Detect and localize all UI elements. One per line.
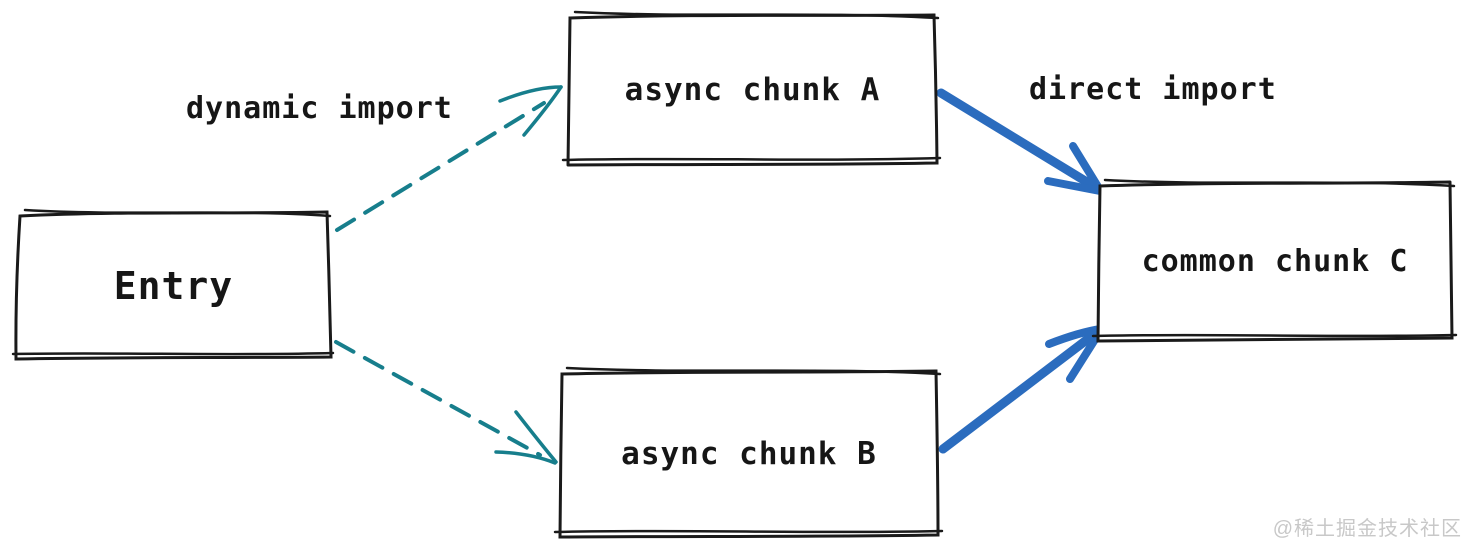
box-sketch-overdraw xyxy=(553,366,944,534)
box-sketch-overdraw xyxy=(561,10,942,162)
node-box-async-chunk-a xyxy=(561,10,942,167)
box-sketch-overdraw xyxy=(1091,178,1458,338)
node-box-entry xyxy=(11,208,335,361)
edge-label-direct-import: direct import xyxy=(1029,72,1277,107)
watermark: @稀土掘金技术社区 xyxy=(1272,518,1462,540)
dashed-arrow-shaft xyxy=(334,340,542,457)
box-outline xyxy=(558,369,940,539)
node-label-async-chunk-b: async chunk B xyxy=(621,436,877,472)
dashed-arrowhead xyxy=(522,85,563,137)
dashed-arrow-shaft xyxy=(335,101,546,232)
solid-arrow-shaft xyxy=(936,88,1105,195)
node-label-entry: Entry xyxy=(113,263,234,308)
node-label-common-chunk-c: common chunk C xyxy=(1141,244,1409,279)
solid-arrowhead xyxy=(1069,142,1104,194)
solid-arrowhead xyxy=(1044,177,1104,195)
edge-chunk-b-to-chunk-c xyxy=(938,324,1106,454)
edge-label-dynamic-import: dynamic import xyxy=(186,91,453,126)
node-box-common-chunk-c xyxy=(1091,178,1458,343)
edge-chunk-a-to-chunk-c xyxy=(936,88,1105,195)
solid-arrowhead xyxy=(1066,326,1105,383)
dashed-arrowhead xyxy=(514,410,558,464)
solid-arrow-shaft xyxy=(938,324,1106,454)
dashed-arrowhead xyxy=(498,85,563,103)
node-label-async-chunk-a: async chunk A xyxy=(624,72,881,108)
dashed-arrowhead xyxy=(494,450,557,465)
node-box-async-chunk-b xyxy=(553,366,944,539)
box-sketch-overdraw xyxy=(11,208,335,356)
edge-entry-to-chunk-b xyxy=(334,340,558,465)
edge-entry-to-chunk-a xyxy=(335,85,563,232)
